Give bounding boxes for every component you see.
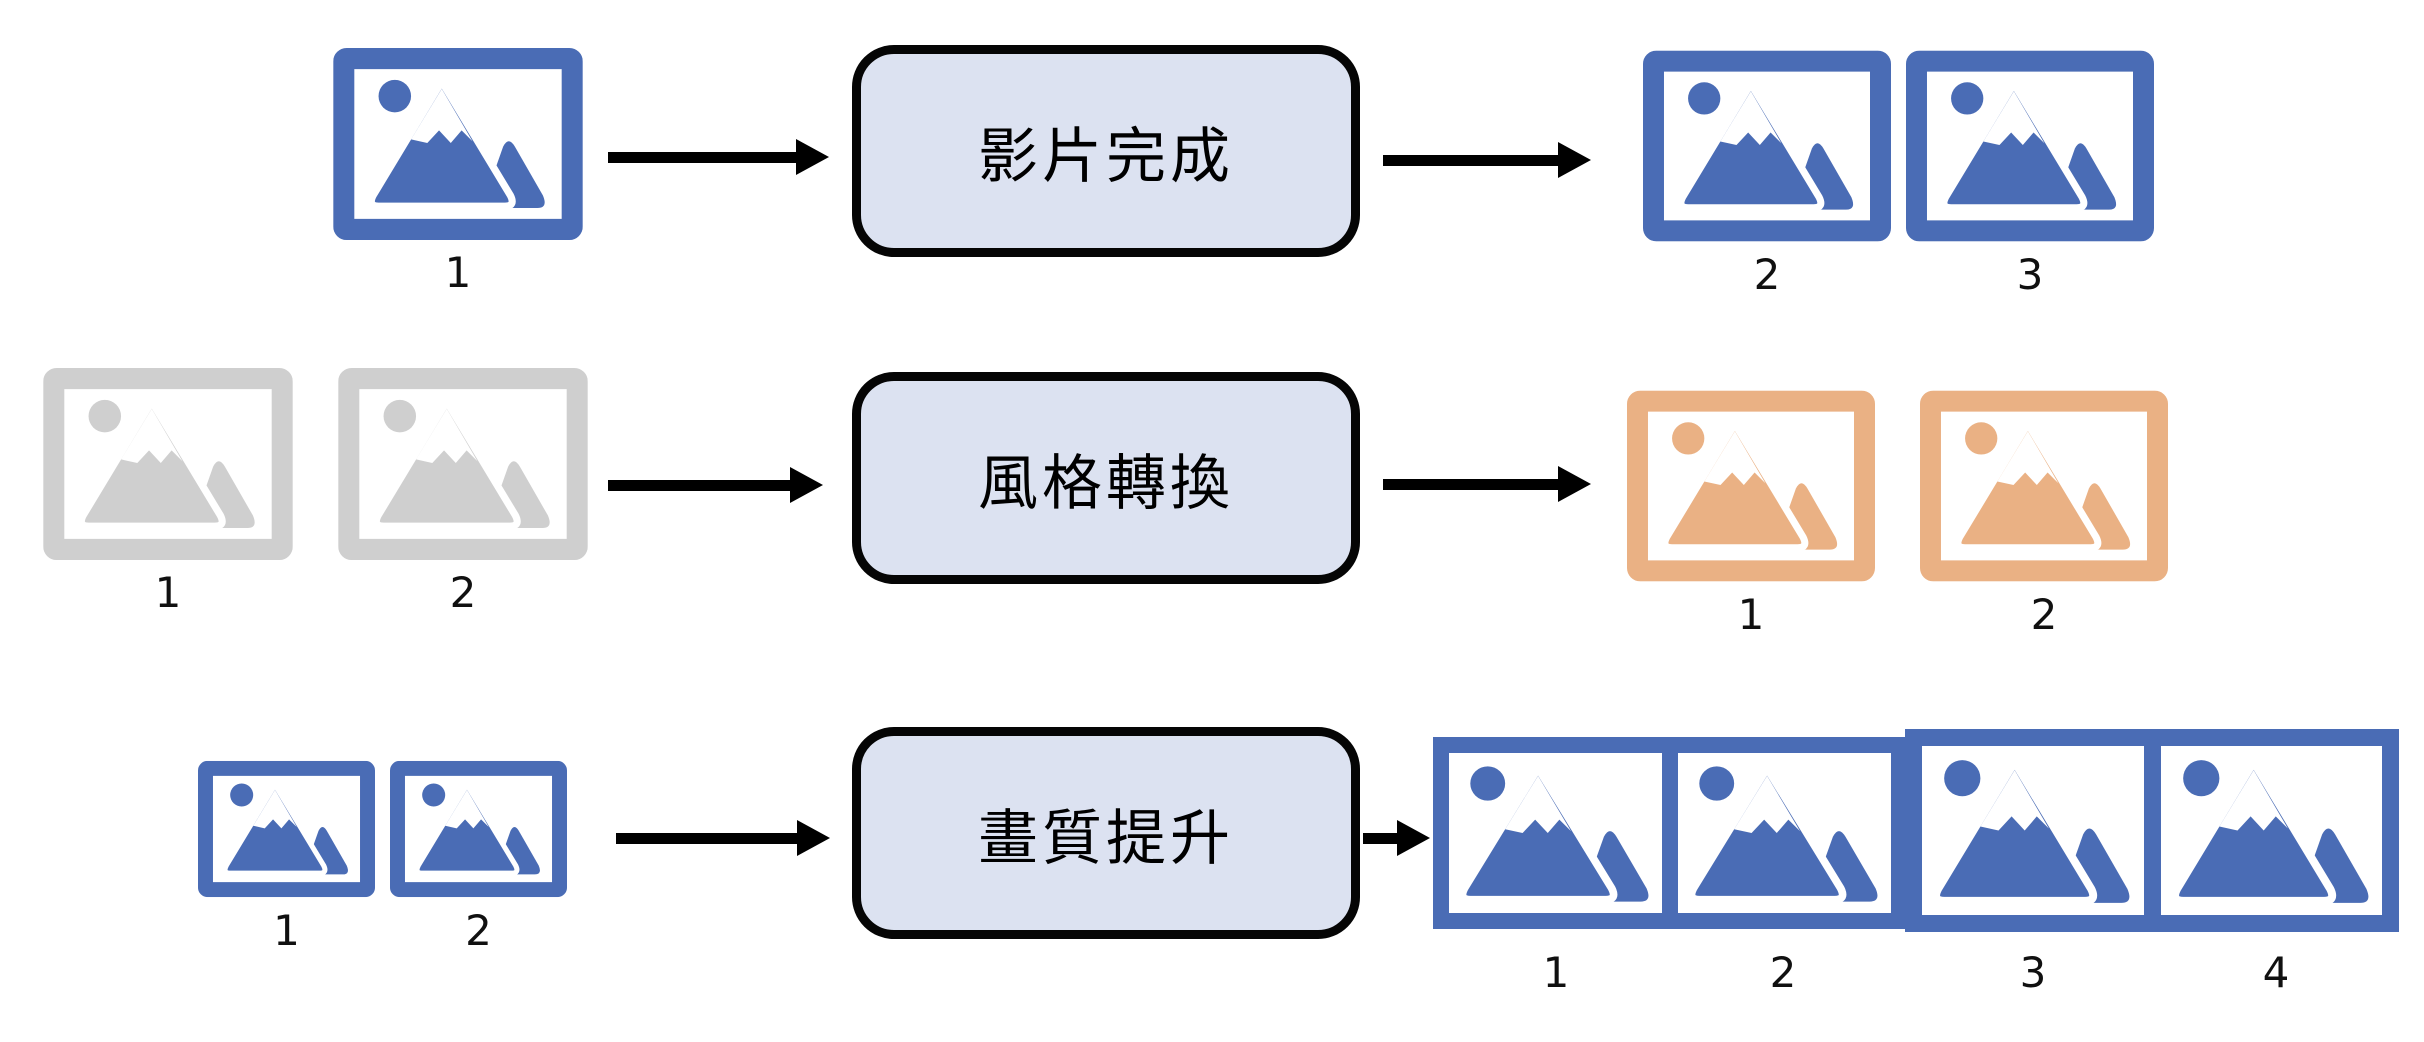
picture-icon [2161, 746, 2383, 915]
input-frame-1: 1 [333, 48, 583, 294]
input-frame-2: 2 [390, 760, 567, 952]
picture-icon [198, 760, 375, 898]
output-frame-3: 3 [1906, 50, 2154, 296]
picture-icon [1449, 753, 1662, 913]
frame-number: 1 [1542, 948, 1570, 997]
output-frame-2: 2 [1920, 390, 2168, 636]
arrow-head [790, 467, 823, 503]
picture-icon [1922, 746, 2144, 915]
arrow-head [796, 139, 829, 175]
flow-arrow-icon [1363, 820, 1430, 856]
arrow-shaft [1383, 154, 1558, 166]
arrow-shaft [616, 832, 797, 844]
frame-number: 2 [2030, 590, 2058, 639]
picture-icon [1920, 390, 2168, 582]
picture-icon [338, 368, 588, 560]
picture-window [1922, 746, 2144, 915]
picture-icon [1627, 390, 1875, 582]
process-box-video-completion: 影片完成 [852, 45, 1360, 257]
arrow-shaft [1383, 478, 1558, 490]
process-label: 畫質提升 [978, 803, 1234, 874]
picture-window [1678, 753, 1891, 913]
frame-number: 1 [1737, 590, 1765, 639]
output-frame-2: 2 [1643, 50, 1891, 296]
flow-arrow-icon [608, 467, 823, 503]
picture-icon [333, 48, 583, 240]
arrow-head [1558, 466, 1591, 502]
picture-window [2160, 746, 2383, 915]
frame-number: 2 [1753, 250, 1781, 299]
picture-icon [390, 760, 567, 898]
process-label: 影片完成 [978, 121, 1234, 192]
process-box-style-transfer: 風格轉換 [852, 372, 1360, 584]
frame-number: 3 [2016, 250, 2044, 299]
flow-arrow-icon [616, 820, 830, 856]
arrow-shaft [608, 151, 796, 163]
flow-arrow-icon [1383, 466, 1591, 502]
picture-window [1449, 753, 1662, 913]
frame-number: 1 [273, 906, 300, 955]
frame-number: 1 [444, 248, 472, 297]
picture-icon [1643, 50, 1891, 242]
flow-arrow-icon [1383, 142, 1591, 178]
frame-number: 1 [154, 568, 182, 617]
frame-number: 2 [449, 568, 477, 617]
flow-arrow-icon [608, 139, 829, 175]
input-frame-1: 1 [43, 368, 293, 614]
process-label: 風格轉換 [978, 448, 1234, 519]
picture-icon [1678, 753, 1891, 913]
frame-number: 2 [465, 906, 492, 955]
output-frame-1: 1 [1627, 390, 1875, 636]
picture-icon [43, 368, 293, 560]
output-double-frame-1-2 [1433, 737, 1907, 929]
frame-number: 2 [1769, 948, 1797, 997]
arrow-head [1397, 820, 1430, 856]
process-box-quality-upscale: 畫質提升 [852, 727, 1360, 939]
arrow-head [1558, 142, 1591, 178]
input-frame-2: 2 [338, 368, 588, 614]
arrow-head [797, 820, 830, 856]
input-frame-1: 1 [198, 760, 375, 952]
arrow-shaft [1363, 832, 1397, 844]
picture-icon [1906, 50, 2154, 242]
frame-number: 4 [2262, 948, 2290, 997]
frame-number: 3 [2019, 948, 2047, 997]
output-double-frame-3-4 [1905, 729, 2399, 932]
arrow-shaft [608, 479, 790, 491]
